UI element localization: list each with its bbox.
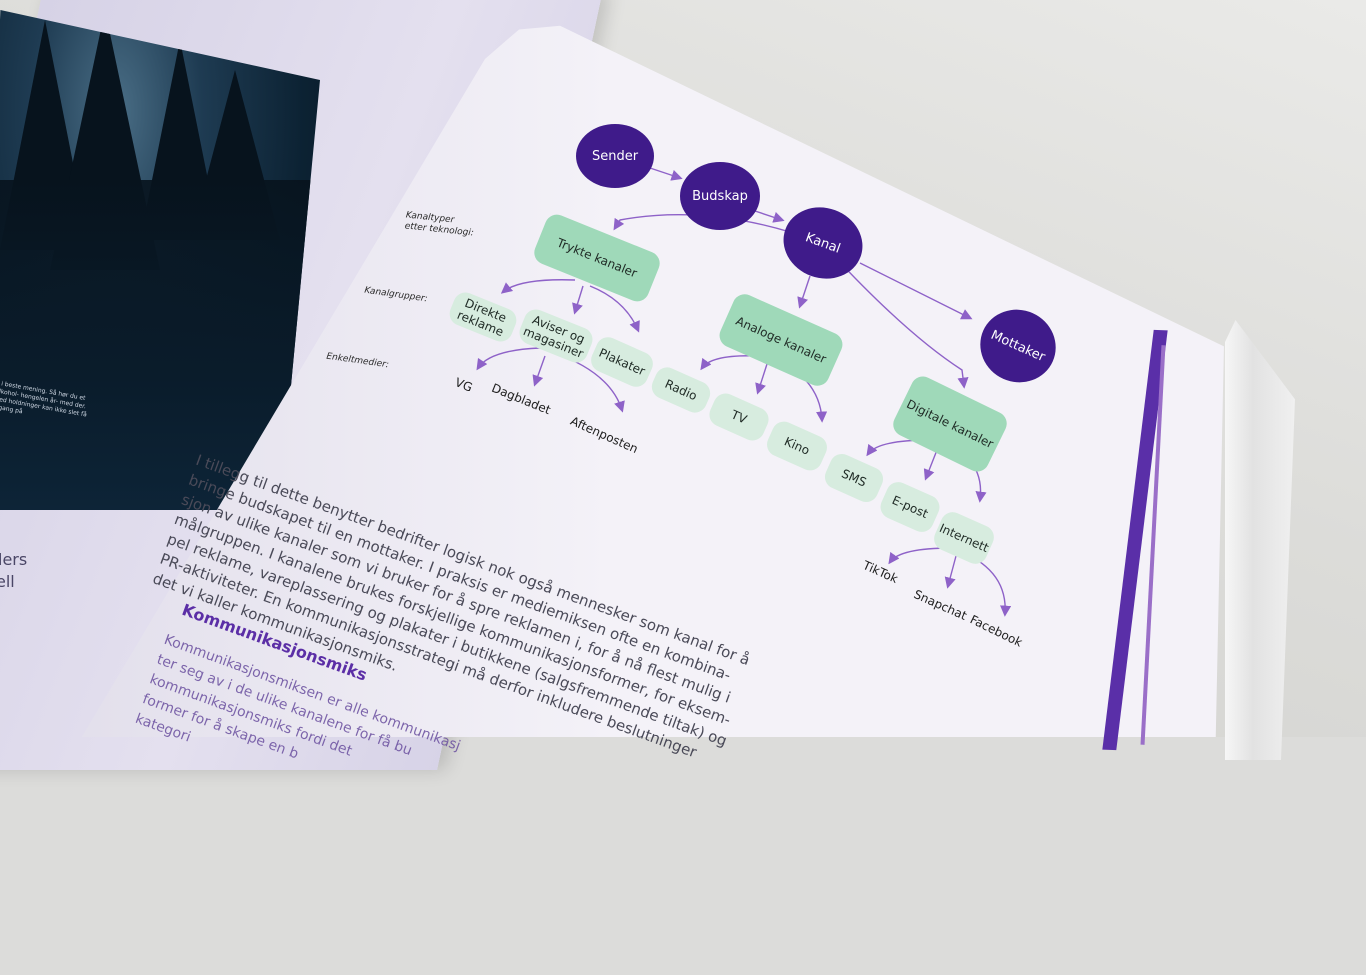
page-edges — [1225, 320, 1295, 760]
arrow-aviser-vg — [476, 347, 541, 371]
arrow-budskap-kanal — [751, 209, 785, 223]
arrow-kanal-mottaker — [859, 262, 973, 320]
node-budskap: Budskap — [680, 162, 760, 230]
arrow-trykte-aviser — [572, 285, 584, 315]
left-text-fragment: ell — [0, 572, 15, 591]
forest-photo — [0, 10, 320, 510]
arrow-trykte-plakater — [589, 285, 640, 333]
arrow-trykte-direkte — [500, 279, 576, 294]
channel-diagram: Sender Budskap Kanal Mottaker Kanaltyper… — [326, 124, 1068, 650]
left-text-fragment: lers — [0, 550, 28, 569]
arrow-digitale-epost — [923, 449, 938, 481]
arrow-internett-snapchat — [944, 555, 957, 589]
arrow-kanal-analoge — [797, 275, 811, 309]
node-sender: Sender — [576, 124, 654, 188]
arrow-aviser-dagbladet — [532, 355, 546, 387]
arrow-analoge-tv — [755, 363, 768, 395]
arrow-sender-budskap — [649, 167, 683, 181]
